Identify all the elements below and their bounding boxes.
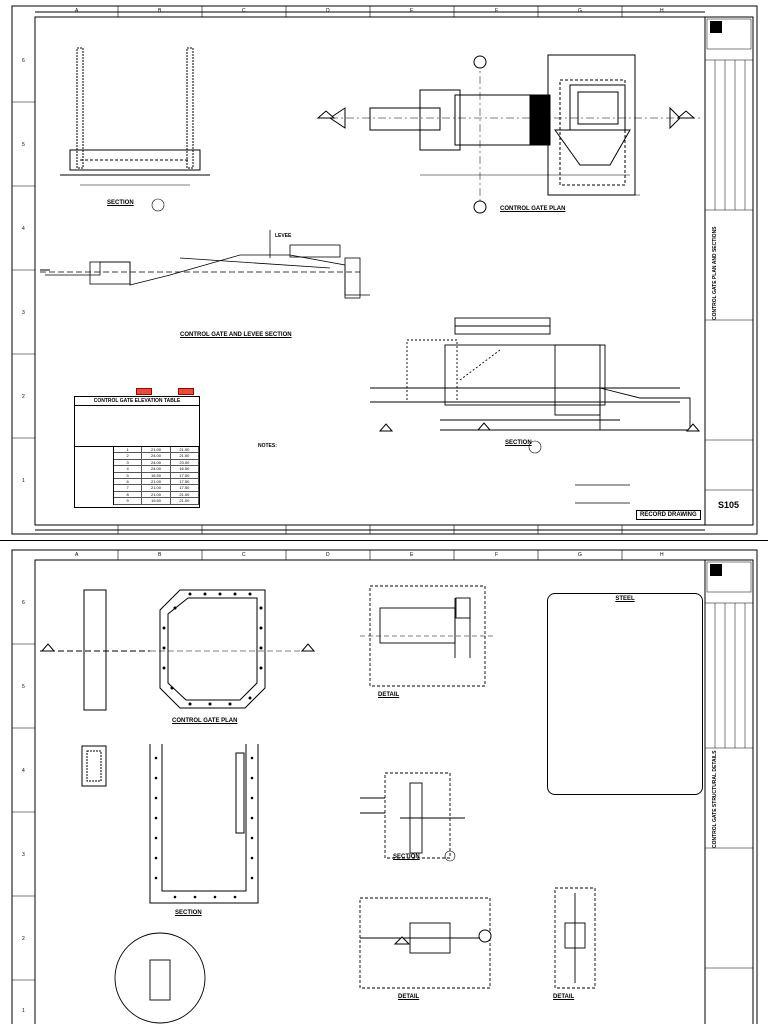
section-title: SECTION	[393, 854, 420, 860]
grid-letter: F	[495, 552, 499, 558]
grid-letter: E	[410, 8, 414, 14]
grid-letter: E	[410, 552, 414, 558]
sheet-number: S105	[718, 500, 740, 510]
plan-title: CONTROL GATE PLAN	[500, 206, 566, 212]
grid-number: 6	[22, 600, 25, 606]
sheet2-linework	[11, 549, 758, 1024]
grid-number: 2	[22, 936, 25, 942]
drawing-sheet-1: A B C D E F G H 6 5 4 3 2 1 SECTION CONT…	[11, 5, 758, 535]
table-header-area	[75, 406, 199, 447]
grid-number: 5	[22, 684, 25, 690]
grid-number: 4	[22, 226, 25, 232]
grid-number: 5	[22, 142, 25, 148]
detail-title: DETAIL	[553, 994, 575, 1000]
table-title: CONTROL GATE ELEVATION TABLE	[75, 397, 199, 406]
grid-number: 6	[22, 58, 25, 64]
sheet1-linework	[11, 5, 758, 535]
plan-title: CONTROL GATE PLAN	[172, 718, 238, 724]
drawing-sheet-2: A B C D E F G H 6 5 4 3 2 1 CONTROL GATE…	[0, 548, 768, 1024]
levee-label: LEVEE	[275, 233, 292, 239]
sheet-title-vertical: CONTROL GATE STRUCTURAL DETAILS	[712, 750, 718, 848]
steel-notes-title: STEEL	[615, 596, 635, 602]
revision-tag	[178, 388, 194, 395]
grid-number: 3	[22, 310, 25, 316]
grid-letter: D	[326, 8, 330, 14]
notes-title: NOTES:	[258, 443, 277, 449]
steel-notes-box: STEEL	[547, 593, 703, 795]
grid-letter: C	[242, 552, 246, 558]
grid-letter: A	[75, 552, 79, 558]
section-title: SECTION	[175, 910, 202, 916]
sheet-title-vertical: CONTROL GATE PLAN AND SECTIONS	[712, 226, 718, 320]
grid-letter: A	[75, 8, 79, 14]
section-title: SECTION	[505, 440, 532, 446]
sheet-separator	[0, 540, 768, 549]
levee-section-title: CONTROL GATE AND LEVEE SECTION	[180, 332, 292, 338]
grid-letter: H	[660, 8, 664, 14]
grid-letter: F	[495, 8, 499, 14]
grid-number: 4	[22, 768, 25, 774]
grid-letter: B	[158, 552, 162, 558]
grid-letter: D	[326, 552, 330, 558]
revision-tag	[136, 388, 152, 395]
grid-number: 2	[22, 394, 25, 400]
detail-title: DETAIL	[378, 692, 400, 698]
grid-letter: G	[578, 8, 582, 14]
grid-letter: C	[242, 8, 246, 14]
grid-number: 1	[22, 1008, 25, 1014]
grid-number: 3	[22, 852, 25, 858]
grid-letter: B	[158, 8, 162, 14]
plan-bolts	[162, 592, 263, 706]
section-title: SECTION	[107, 200, 134, 206]
grid-number: 1	[22, 478, 25, 484]
record-drawing-stamp: RECORD DRAWING	[636, 510, 701, 520]
detail-title: DETAIL	[398, 994, 420, 1000]
grid-letter: G	[578, 552, 582, 558]
grid-letter: H	[660, 552, 664, 558]
